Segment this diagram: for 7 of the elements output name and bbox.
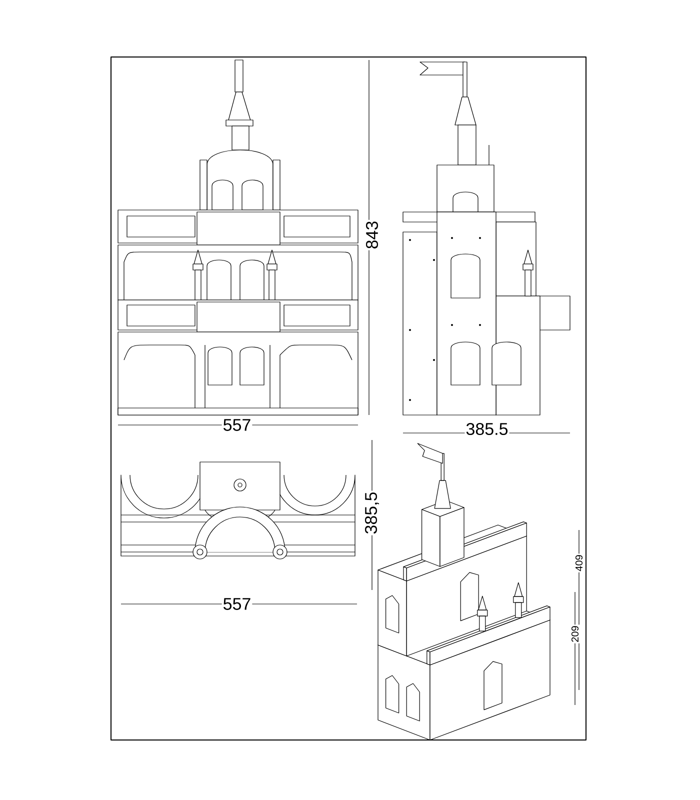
dimension-label: 209	[570, 624, 580, 644]
dimension-label: 385.5	[464, 422, 510, 436]
dimension-label: 385,5	[364, 490, 380, 536]
dimension-label: 843	[364, 220, 380, 250]
dimension-label: 557	[222, 597, 252, 611]
dimension-label: 557	[222, 418, 252, 432]
dimension-label: 409	[574, 554, 584, 572]
